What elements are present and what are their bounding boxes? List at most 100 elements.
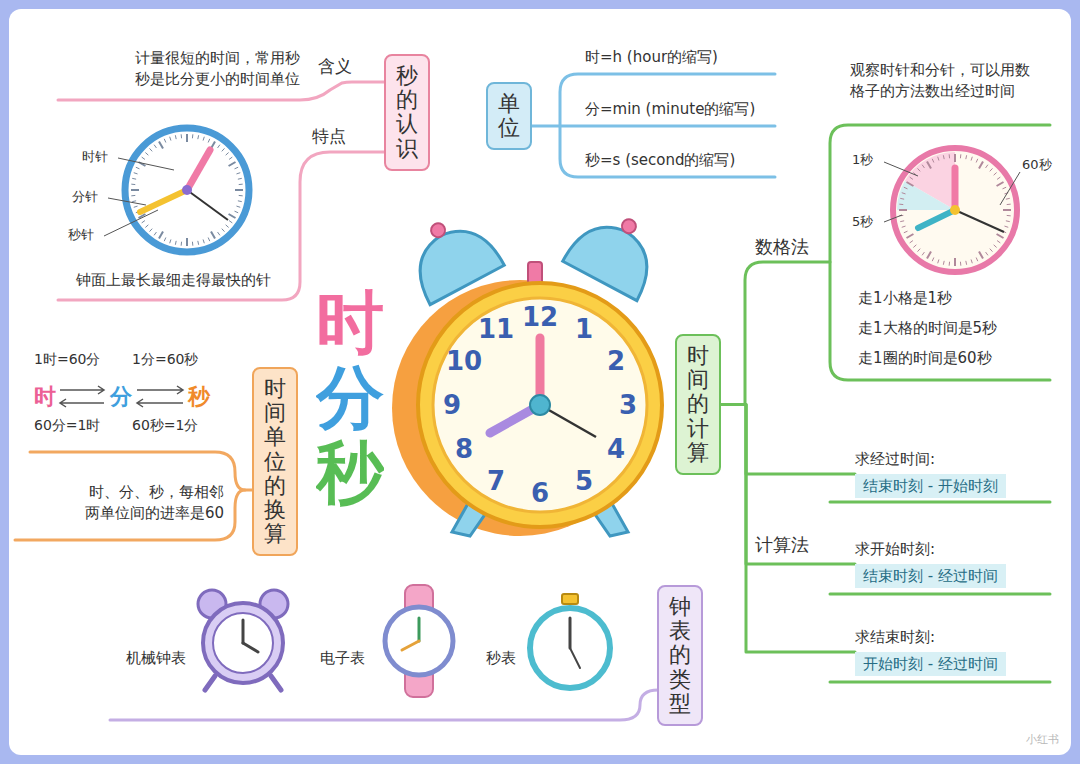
drawing-part (884, 215, 902, 222)
drawing-part (229, 162, 236, 166)
drawing-part (222, 229, 225, 232)
clock-numeral: 6 (531, 475, 549, 511)
drawing-part (979, 162, 983, 169)
drawing-part (137, 399, 183, 407)
formula-text: 1时=60分 (34, 350, 100, 370)
branch-box: 秒的认识 (384, 54, 430, 171)
drawing-part (398, 204, 505, 304)
note-text: 走1圈的时间是60秒 (858, 348, 992, 369)
drawing-part (418, 618, 421, 641)
drawing-part (142, 221, 145, 223)
formula-text: 结束时刻 - 经过时间 (855, 564, 1006, 588)
drawing-part (136, 167, 140, 169)
drawing-part (385, 607, 453, 675)
drawing-part (971, 157, 972, 161)
drawing-part (131, 134, 243, 246)
drawing-part (154, 232, 156, 235)
drawing-part (134, 206, 138, 207)
drawing-part (907, 182, 914, 186)
part-label: 60秒 (1022, 156, 1052, 174)
drawing-part (131, 189, 139, 191)
drawing-part (994, 173, 997, 176)
drawing-part (242, 620, 245, 643)
drawing-part (960, 262, 961, 266)
leader-line (104, 158, 174, 236)
drawing-part (560, 74, 775, 126)
drawing-part (1006, 220, 1010, 222)
drawing-part (236, 173, 240, 174)
drawing-part (907, 234, 914, 238)
drawing-part (402, 641, 419, 650)
drawing-part (530, 395, 550, 415)
part-label: 秒针 (68, 226, 94, 244)
drawing-part (164, 238, 166, 242)
clock-type-label: 电子表 (320, 648, 365, 669)
drawing-part (229, 214, 236, 218)
drawing-part (131, 184, 135, 185)
drawing-part (904, 231, 908, 233)
part-label: 5秒 (852, 213, 873, 231)
branch-label: 含义 (318, 55, 352, 79)
drawing-part (429, 221, 448, 240)
drawing-part (235, 189, 243, 191)
drawing-part (132, 200, 136, 202)
drawing-part (1007, 215, 1011, 216)
branch-box: 钟表的类型 (657, 585, 703, 726)
mechanical-clock (198, 590, 288, 690)
drawing-part (910, 241, 913, 243)
drawing-part (965, 261, 967, 265)
branch-connector (721, 404, 855, 473)
drawing-part (150, 229, 153, 232)
branch-title: 时间单位的换算 (264, 377, 286, 546)
drawing-part (979, 252, 983, 259)
drawing-part (243, 643, 258, 652)
drawing-part (239, 195, 243, 196)
formula-box: 求结束时刻:开始时刻 - 经过时间 (855, 628, 1006, 676)
drawing-part (922, 165, 924, 168)
clock-type-label: 秒表 (486, 648, 516, 669)
note-text: 走1小格是1秒 (858, 288, 952, 309)
drawing-part (132, 178, 136, 180)
drawing-part (922, 252, 924, 255)
branch-label: 特点 (312, 125, 346, 149)
branch-title: 秒的认识 (396, 64, 418, 161)
part-label: 时针 (82, 148, 108, 166)
drawing-part (986, 165, 988, 168)
leader-line (884, 162, 1020, 222)
drawing-part (997, 182, 1004, 186)
drawing-part (108, 198, 146, 205)
drawing-part (954, 258, 956, 266)
drawing-part (218, 232, 220, 235)
drawing-part (990, 249, 993, 252)
drawing-part (60, 386, 104, 394)
unit-text: 时=h (hour的缩写) (585, 47, 718, 68)
unit-word: 分 (110, 382, 132, 413)
drawing-part (745, 262, 830, 404)
drawing-part (404, 216, 504, 305)
drawing-part (1003, 209, 1011, 211)
drawing-part (235, 167, 239, 169)
drawing-part (226, 225, 229, 228)
drawing-part (943, 155, 945, 159)
drawing-part (1003, 187, 1007, 189)
drawing-part (986, 252, 988, 255)
drawing-part (997, 177, 1000, 179)
drawing-part (952, 168, 959, 210)
drawing-part (159, 142, 163, 149)
drawing-part (960, 154, 961, 158)
drawing-part (830, 593, 1050, 596)
formula-text: 60分=1时 (34, 416, 100, 436)
drawing-part (238, 178, 242, 180)
drawing-part (145, 225, 148, 228)
clock-numeral: 9 (443, 387, 461, 423)
drawing-part (918, 168, 921, 171)
note-text: 观察时针和分针，可以用数 格子的方法数出经过时间 (850, 60, 1046, 102)
drawing-part (175, 135, 177, 139)
branch-line (745, 125, 1050, 682)
drawing-part (229, 221, 232, 223)
unit-text: 分=min (minute的缩写) (585, 99, 755, 120)
drawing-part (187, 150, 210, 190)
drawing-part (433, 298, 647, 512)
drawing-part (142, 157, 145, 159)
